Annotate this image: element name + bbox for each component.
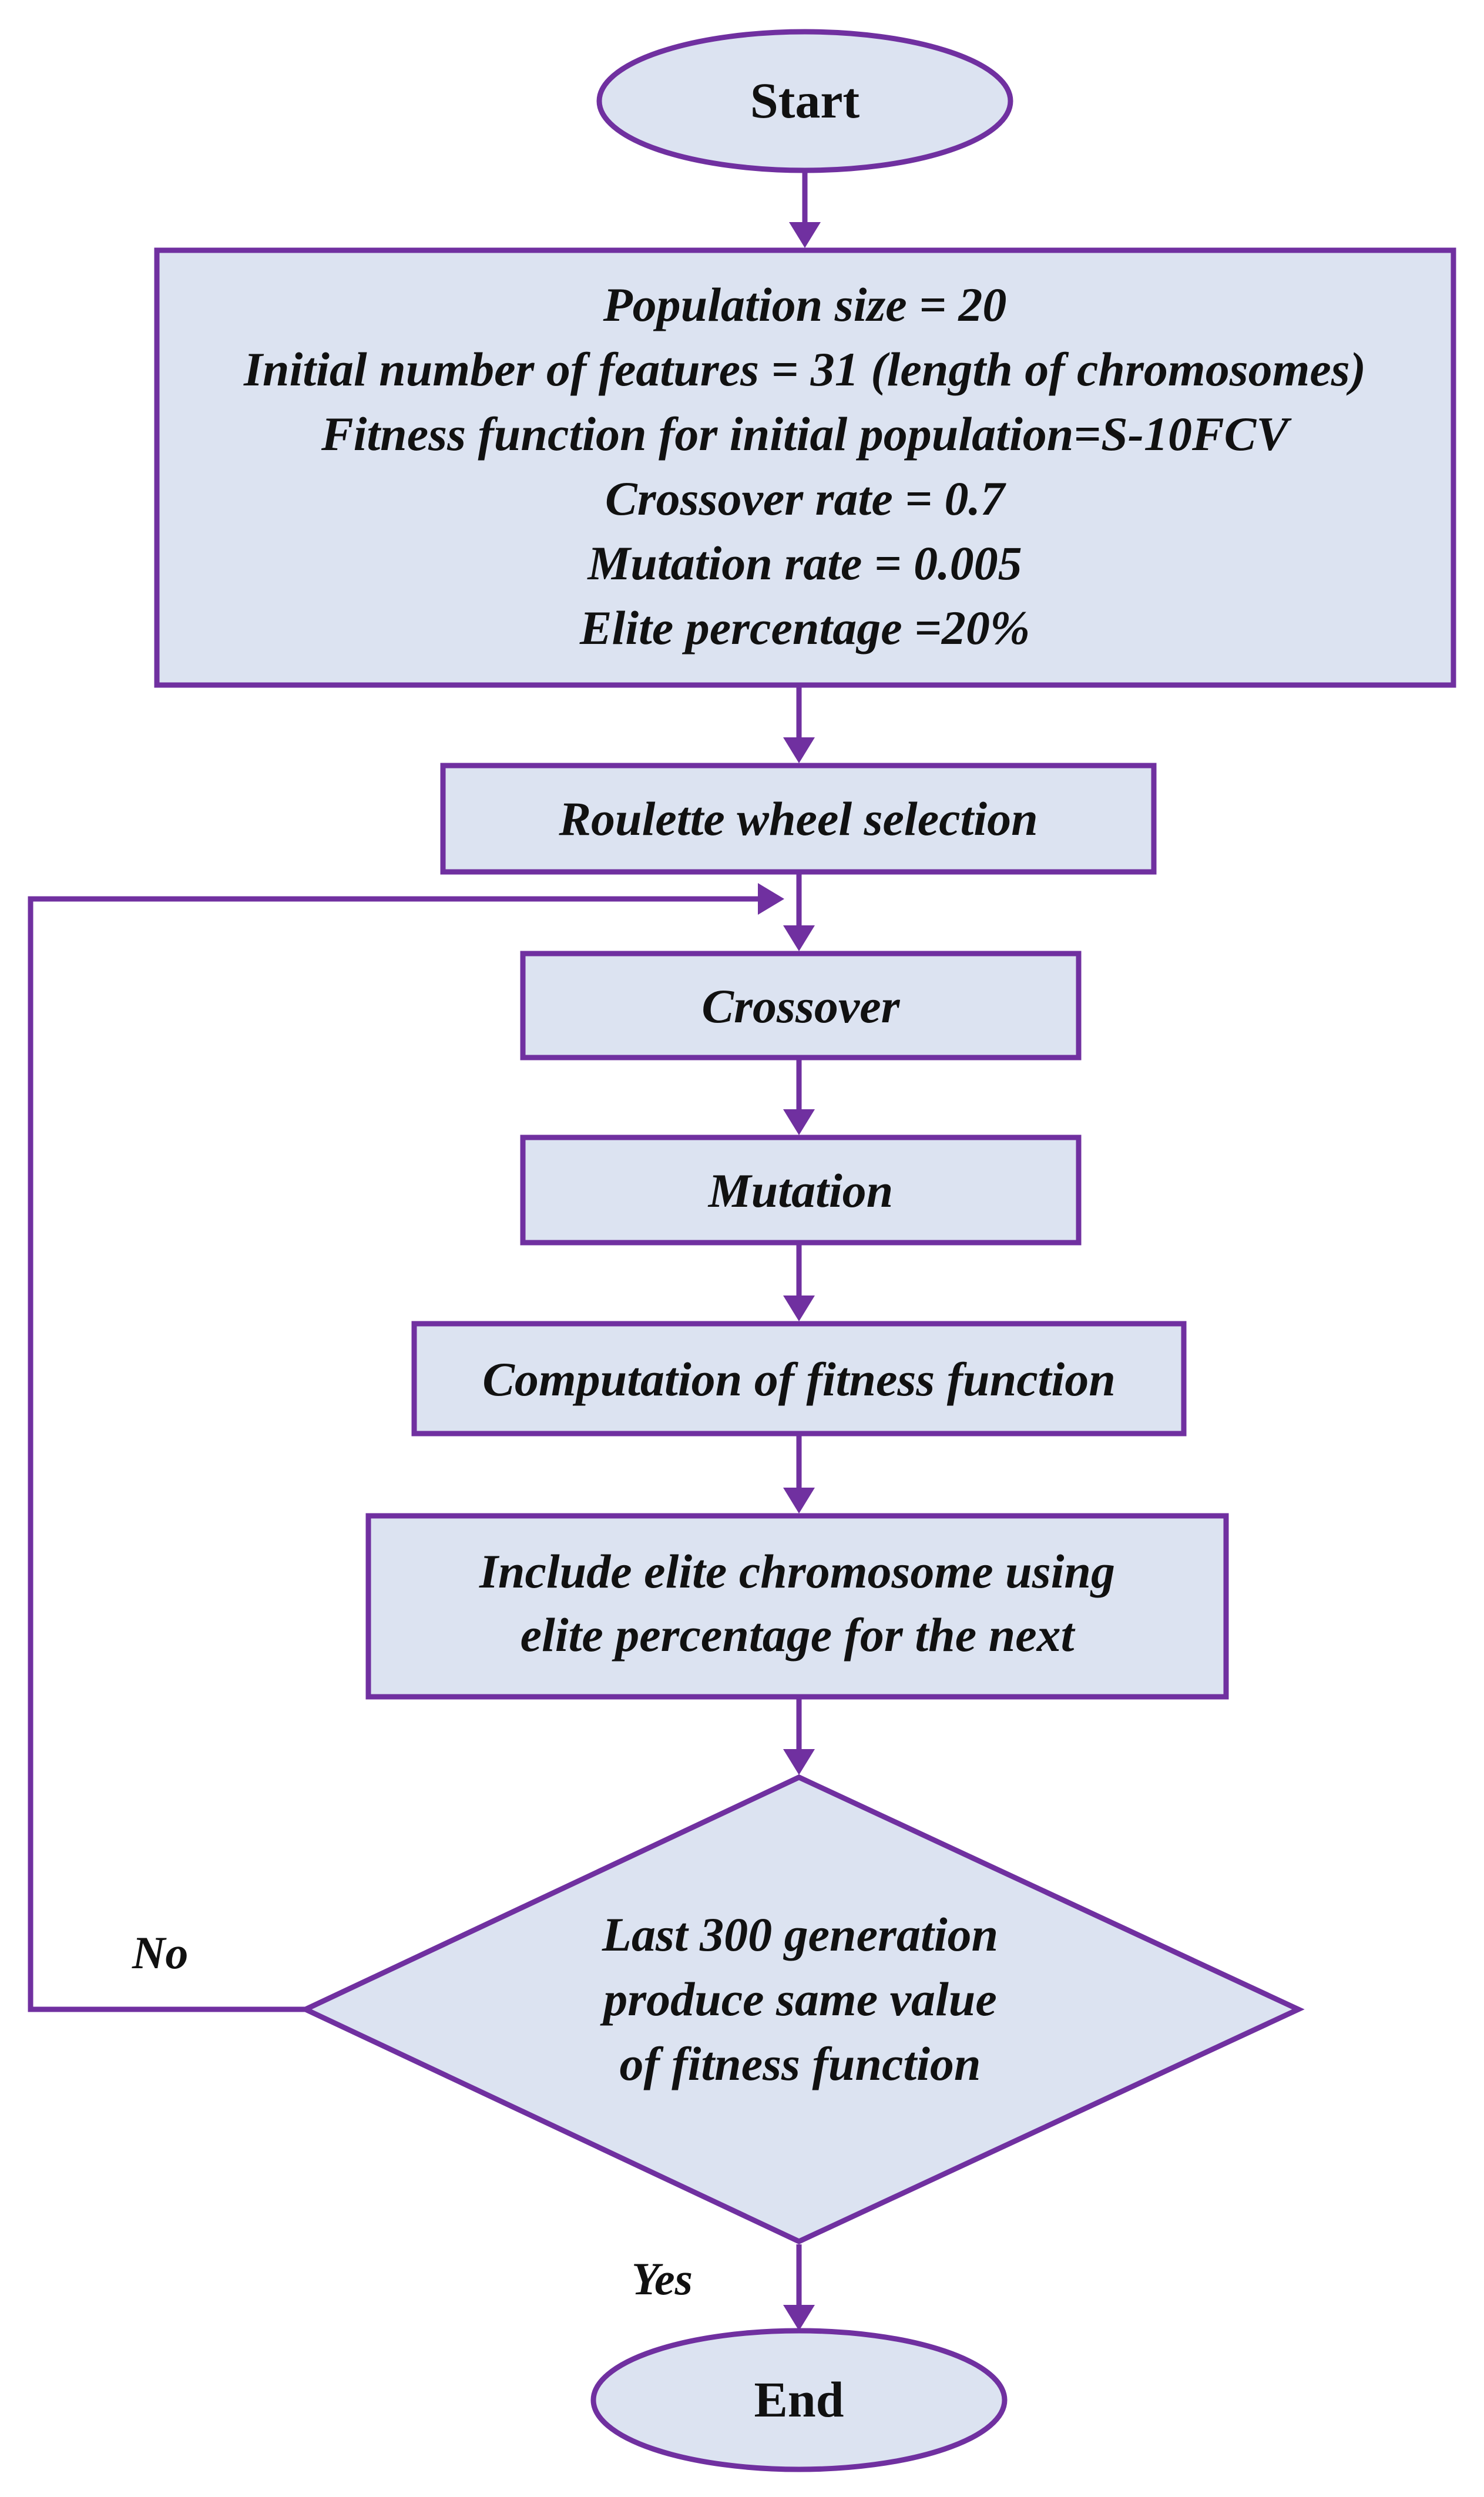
parameters-box	[154, 247, 1456, 688]
param-elite-percentage: Elite percentage =20%	[579, 601, 1030, 655]
no-label: No	[132, 1927, 188, 1978]
elite-box	[365, 1513, 1229, 1700]
end-node: End	[590, 2328, 1008, 2472]
end-ellipse	[590, 2328, 1008, 2472]
crossover-box	[520, 951, 1082, 1060]
selection-box	[440, 763, 1157, 875]
decision-diamond	[299, 1774, 1305, 2244]
crossover-node: Crossover	[520, 951, 1082, 1060]
decision-node: Last 300 generation produce same value o…	[299, 1774, 1305, 2244]
elite-line-1: Include elite chromosome using	[479, 1545, 1115, 1598]
fitness-node: Computation of fitness function	[411, 1321, 1187, 1437]
start-node: Start	[596, 29, 1013, 173]
selection-node: Roulette wheel selection	[440, 763, 1157, 875]
fitness-label: Computation of fitness function	[482, 1352, 1116, 1406]
start-ellipse	[596, 29, 1013, 173]
decision-line-1: Last 300 generation	[602, 1908, 998, 1961]
parameters-node: Population size = 20 Initial number of f…	[154, 247, 1456, 688]
arrowhead-elite	[783, 1488, 815, 1513]
param-mutation-rate: Mutation rate = 0.005	[586, 536, 1022, 590]
fitness-box	[411, 1321, 1187, 1437]
mutation-node: Mutation	[520, 1135, 1082, 1246]
selection-label: Roulette wheel selection	[558, 792, 1038, 845]
arrowhead-end	[783, 2305, 815, 2331]
edge-no-loop	[28, 896, 758, 2012]
decision-line-3: of fitness function	[619, 2037, 981, 2090]
mutation-label: Mutation	[707, 1164, 893, 1217]
arrowhead-decision	[783, 1749, 815, 1775]
arrowhead-selection	[783, 737, 815, 763]
param-fitness-function: Fitness function for initial population=…	[321, 407, 1292, 461]
elite-node: Include elite chromosome using elite per…	[365, 1513, 1229, 1700]
param-crossover-rate: Crossover rate = 0.7	[605, 472, 1006, 525]
arrowhead-loop	[758, 883, 784, 915]
arrowhead-mutation	[783, 1109, 815, 1135]
decision-line-2: produce same value	[600, 1972, 997, 2026]
crossover-label: Crossover	[701, 979, 900, 1033]
arrowhead-fitness	[783, 1296, 815, 1321]
start-label: Start	[750, 72, 860, 129]
elite-line-2: elite percentage for the next	[521, 1608, 1076, 1662]
param-population-size: Population size = 20	[603, 278, 1007, 331]
end-label: End	[754, 2371, 844, 2428]
yes-label: Yes	[632, 2253, 693, 2304]
arrowhead-crossover	[783, 925, 815, 951]
param-initial-features: Initial number of features = 31 (length …	[243, 343, 1366, 396]
connectors	[28, 170, 821, 2331]
mutation-box	[520, 1135, 1082, 1246]
arrowhead-parameters	[789, 222, 821, 248]
